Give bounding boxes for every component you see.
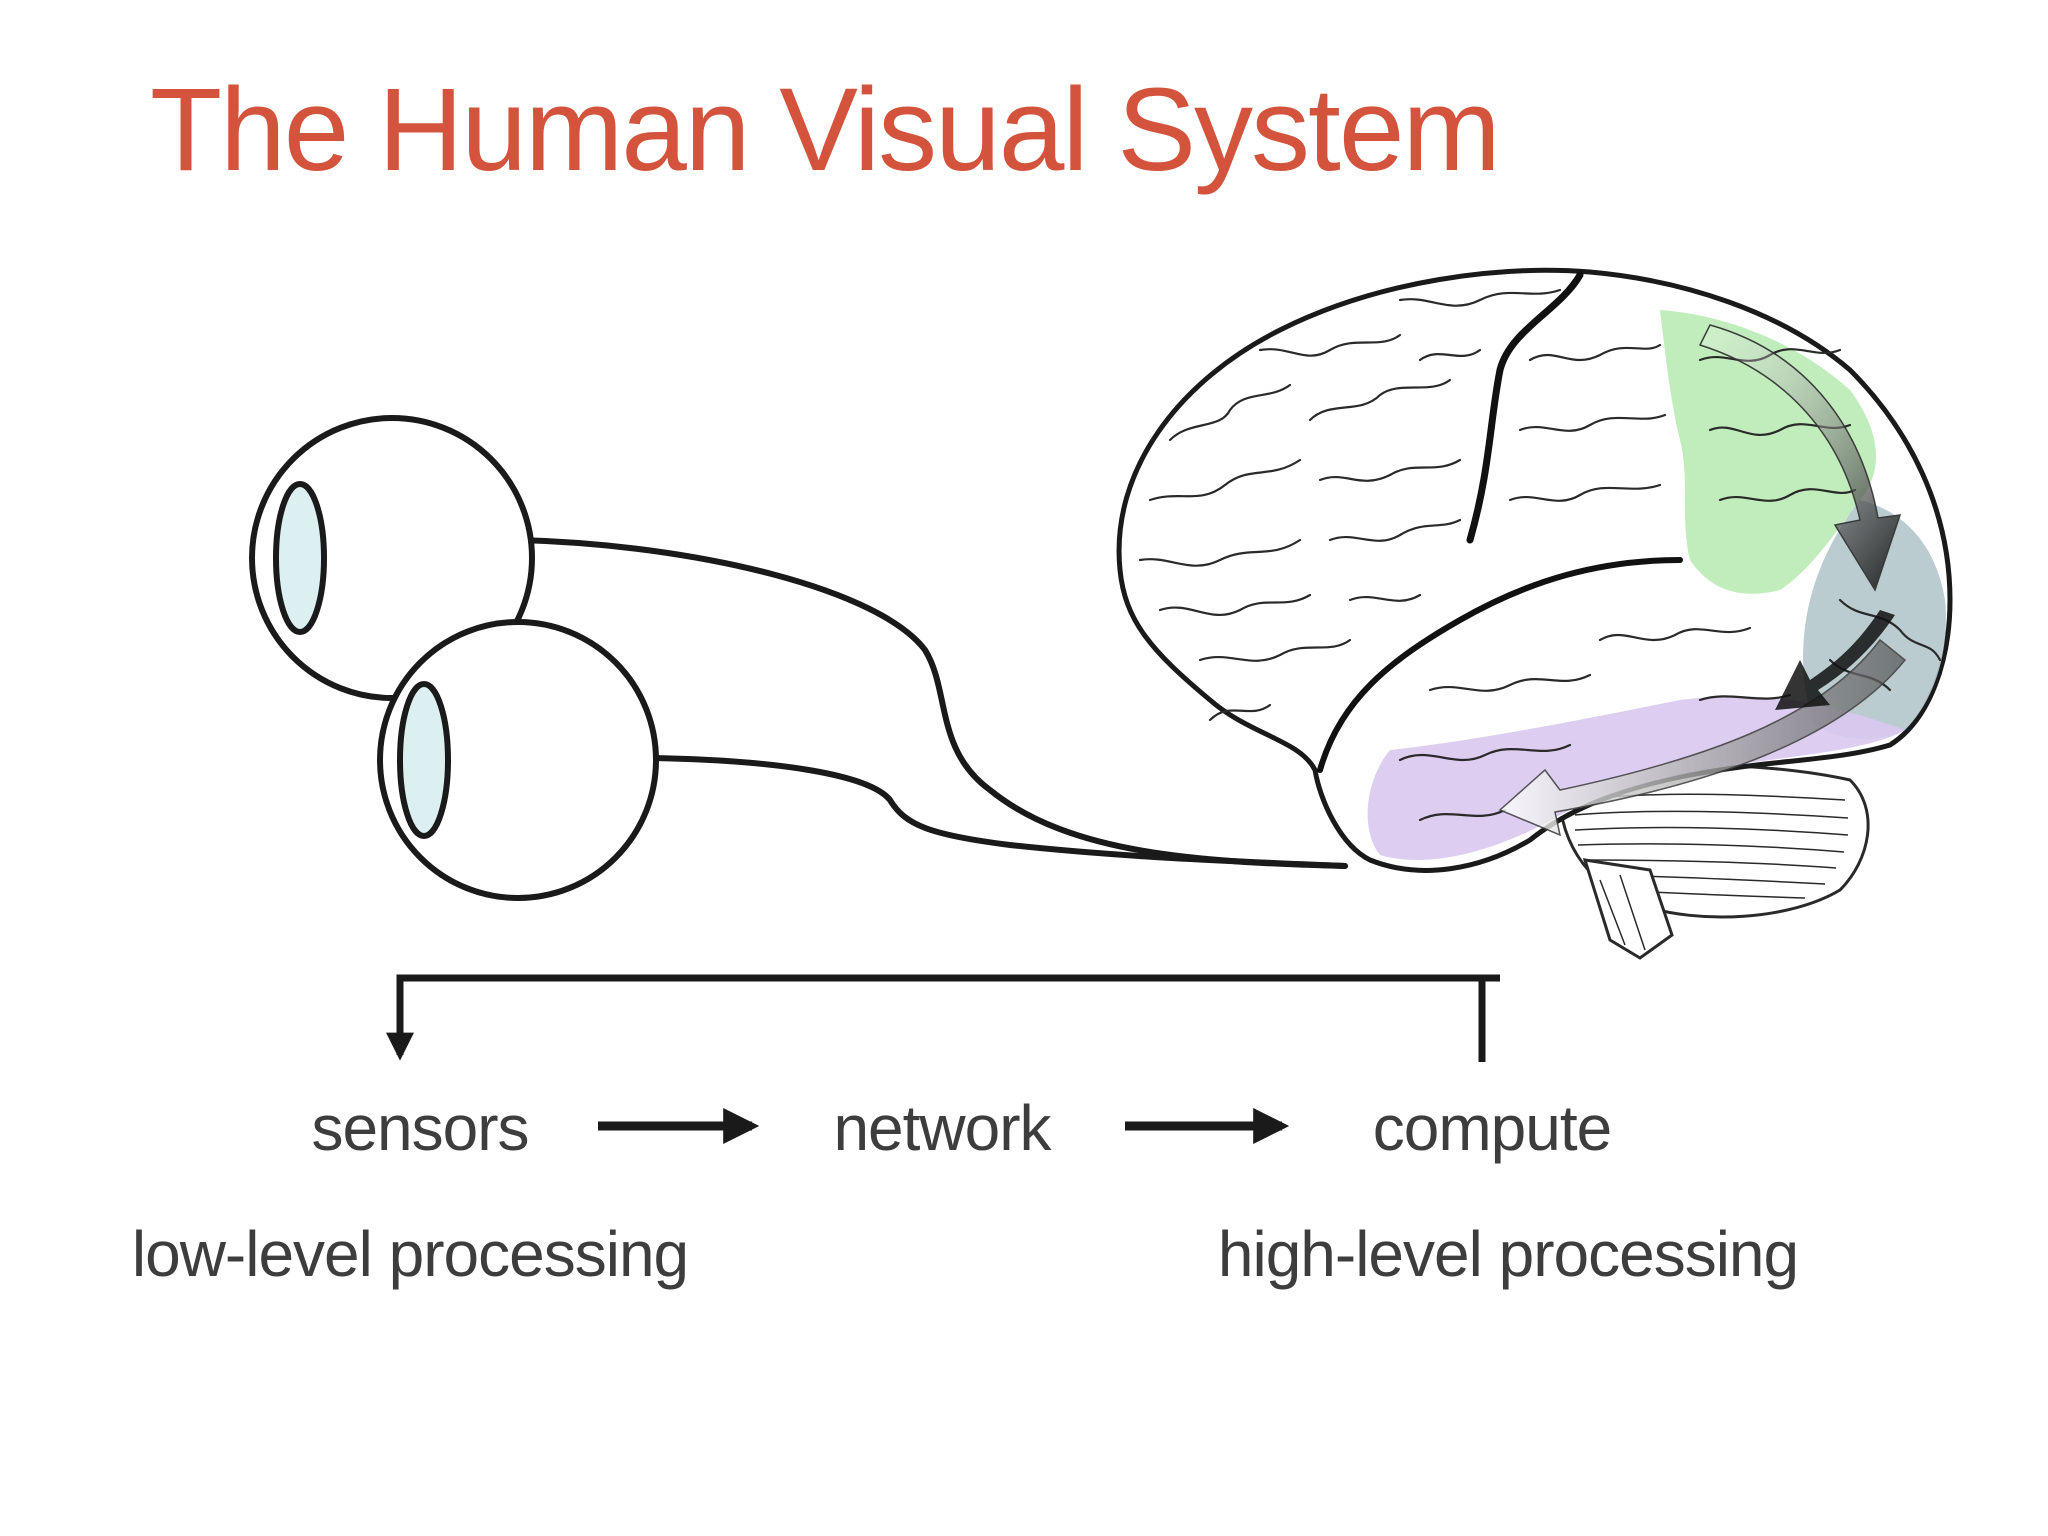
- eye-back: [249, 415, 535, 701]
- slide-title: The Human Visual System: [150, 64, 1501, 196]
- sublabel-low-level: low-level processing: [132, 1218, 688, 1290]
- eyeball-pair-icon: [249, 415, 659, 901]
- stage-label-network: network: [833, 1092, 1052, 1164]
- optic-nerve-back: [517, 537, 1348, 869]
- occipital-arrow: [1775, 610, 1895, 710]
- eye-front: [377, 619, 659, 901]
- brainstem: [1582, 858, 1674, 960]
- stage-label-sensors: sensors: [311, 1092, 528, 1164]
- brain-illustration-icon: [1116, 267, 1953, 960]
- lateral-sulcus: [1317, 557, 1683, 773]
- sublabel-high-level: high-level processing: [1218, 1218, 1798, 1290]
- dorsal-stream-arrow: [1698, 324, 1902, 592]
- region-frontal-parietal: [1660, 310, 1877, 594]
- ventral-stream-arrow: [1498, 638, 1907, 837]
- feedback-arrow-icon: [386, 974, 1500, 1062]
- optic-nerve-front: [645, 755, 1348, 869]
- optic-nerves: [517, 537, 1348, 869]
- stage-label-compute: compute: [1373, 1092, 1611, 1164]
- central-sulcus: [1466, 271, 1584, 544]
